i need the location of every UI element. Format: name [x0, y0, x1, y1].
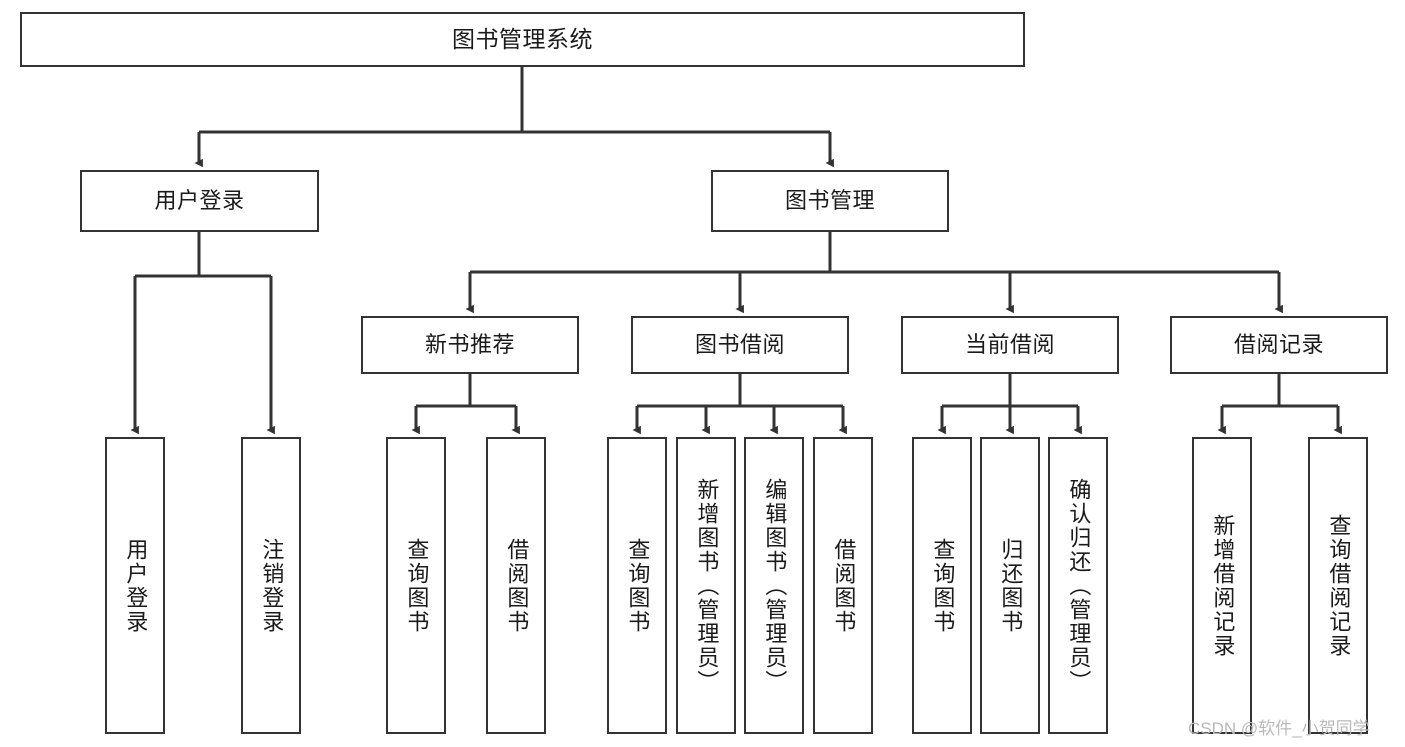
node-label: 借阅记录 — [1233, 332, 1324, 358]
node-label: 当前借阅 — [964, 332, 1055, 358]
watermark: CSDN @软件_小贺同学 — [1188, 719, 1370, 738]
node-label: 图书借阅 — [694, 332, 785, 358]
node-label: 确认归还（管理员） — [1066, 477, 1092, 694]
node-label: 编辑图书（管理员） — [762, 477, 788, 694]
node-book-manage[interactable]: 图书管理 — [711, 170, 949, 232]
node-label: 图书管理 — [784, 188, 875, 214]
node-label: 新增图书（管理员） — [694, 477, 720, 694]
node-label: 用户登录 — [154, 188, 245, 214]
node-new-book-recommend[interactable]: 新书推荐 — [361, 316, 579, 374]
leaf-confirm-return[interactable]: 确认归还（管理员） — [1048, 437, 1108, 734]
node-current-borrow[interactable]: 当前借阅 — [901, 316, 1119, 374]
node-label: 注销登录 — [259, 537, 285, 634]
node-user-login[interactable]: 用户登录 — [80, 170, 319, 232]
leaf-add-record[interactable]: 新增借阅记录 — [1192, 437, 1252, 734]
node-borrow-record[interactable]: 借阅记录 — [1170, 316, 1388, 374]
node-root-book-management-system[interactable]: 图书管理系统 — [20, 12, 1025, 67]
leaf-query-book-1[interactable]: 查询图书 — [386, 437, 446, 734]
leaf-query-book-3[interactable]: 查询图书 — [912, 437, 972, 734]
node-label: 新书推荐 — [424, 332, 515, 358]
node-label: 查询图书 — [930, 537, 956, 634]
leaf-return-book[interactable]: 归还图书 — [980, 437, 1040, 734]
node-label: 查询图书 — [404, 537, 430, 634]
node-book-borrow[interactable]: 图书借阅 — [631, 316, 849, 374]
node-label: 查询借阅记录 — [1326, 513, 1352, 658]
node-label: 借阅图书 — [504, 537, 530, 634]
leaf-user-login[interactable]: 用户登录 — [105, 437, 165, 734]
node-label: 图书管理系统 — [452, 26, 593, 53]
leaf-logout-login[interactable]: 注销登录 — [241, 437, 301, 734]
leaf-edit-book[interactable]: 编辑图书（管理员） — [744, 437, 804, 734]
leaf-borrow-book-1[interactable]: 借阅图书 — [486, 437, 546, 734]
leaf-query-record[interactable]: 查询借阅记录 — [1308, 437, 1368, 734]
leaf-query-book-2[interactable]: 查询图书 — [607, 437, 667, 734]
node-label: 查询图书 — [625, 537, 651, 634]
leaf-add-book[interactable]: 新增图书（管理员） — [676, 437, 736, 734]
node-label: 借阅图书 — [831, 537, 857, 634]
leaf-borrow-book-2[interactable]: 借阅图书 — [813, 437, 873, 734]
node-label: 用户登录 — [123, 537, 149, 634]
node-label: 新增借阅记录 — [1210, 513, 1236, 658]
node-label: 归还图书 — [998, 537, 1024, 634]
